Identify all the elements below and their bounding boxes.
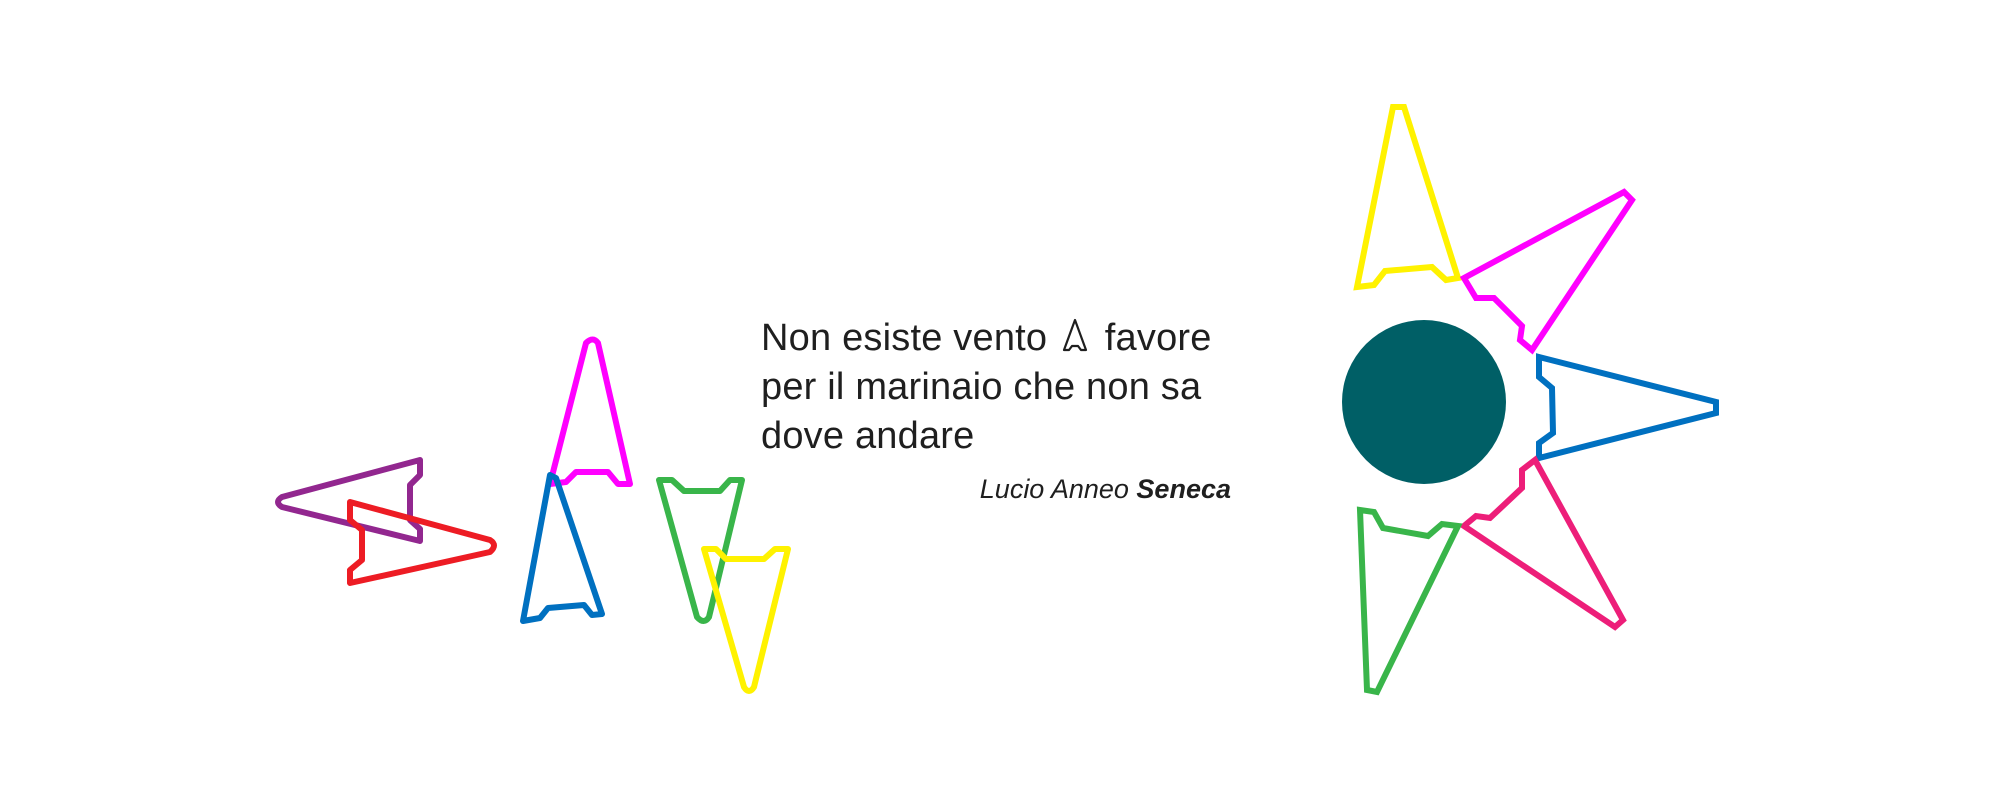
magenta-sail-icon: [547, 336, 633, 487]
magenta-ray-icon: [1459, 188, 1636, 355]
quote-block: Non esiste vento favore per il marinaio …: [761, 314, 1241, 461]
green-sail-icon: [656, 477, 745, 624]
quote-line-1: Non esiste vento favore: [761, 314, 1241, 363]
author-name: Lucio Anneo: [979, 474, 1129, 504]
quote-line-1-end: favore: [1104, 317, 1212, 359]
quote-line-3: dove andare: [761, 415, 975, 457]
green-ray-icon: [1356, 506, 1463, 696]
blue-ray-icon: [1536, 353, 1719, 462]
yellow-sail-icon: [701, 546, 791, 694]
attribution: Lucio Anneo Seneca: [761, 472, 1231, 506]
purple-sail-icon: [275, 457, 423, 544]
sun-center-circle: [1342, 320, 1506, 484]
quote-line-2: per il marinaio che non sa: [761, 366, 1202, 408]
yellow-ray-icon: [1353, 104, 1462, 291]
author-surname: Seneca: [1136, 474, 1231, 504]
quote-line-1-start: Non esiste vento: [761, 317, 1048, 359]
red-sail-icon: [347, 499, 497, 586]
compass-sun-group: [1342, 104, 1719, 696]
blue-sail-icon: [520, 472, 605, 624]
pink-ray-icon: [1458, 455, 1627, 631]
sail-a-icon: [1062, 318, 1088, 352]
scattered-sails-group: [275, 336, 791, 694]
